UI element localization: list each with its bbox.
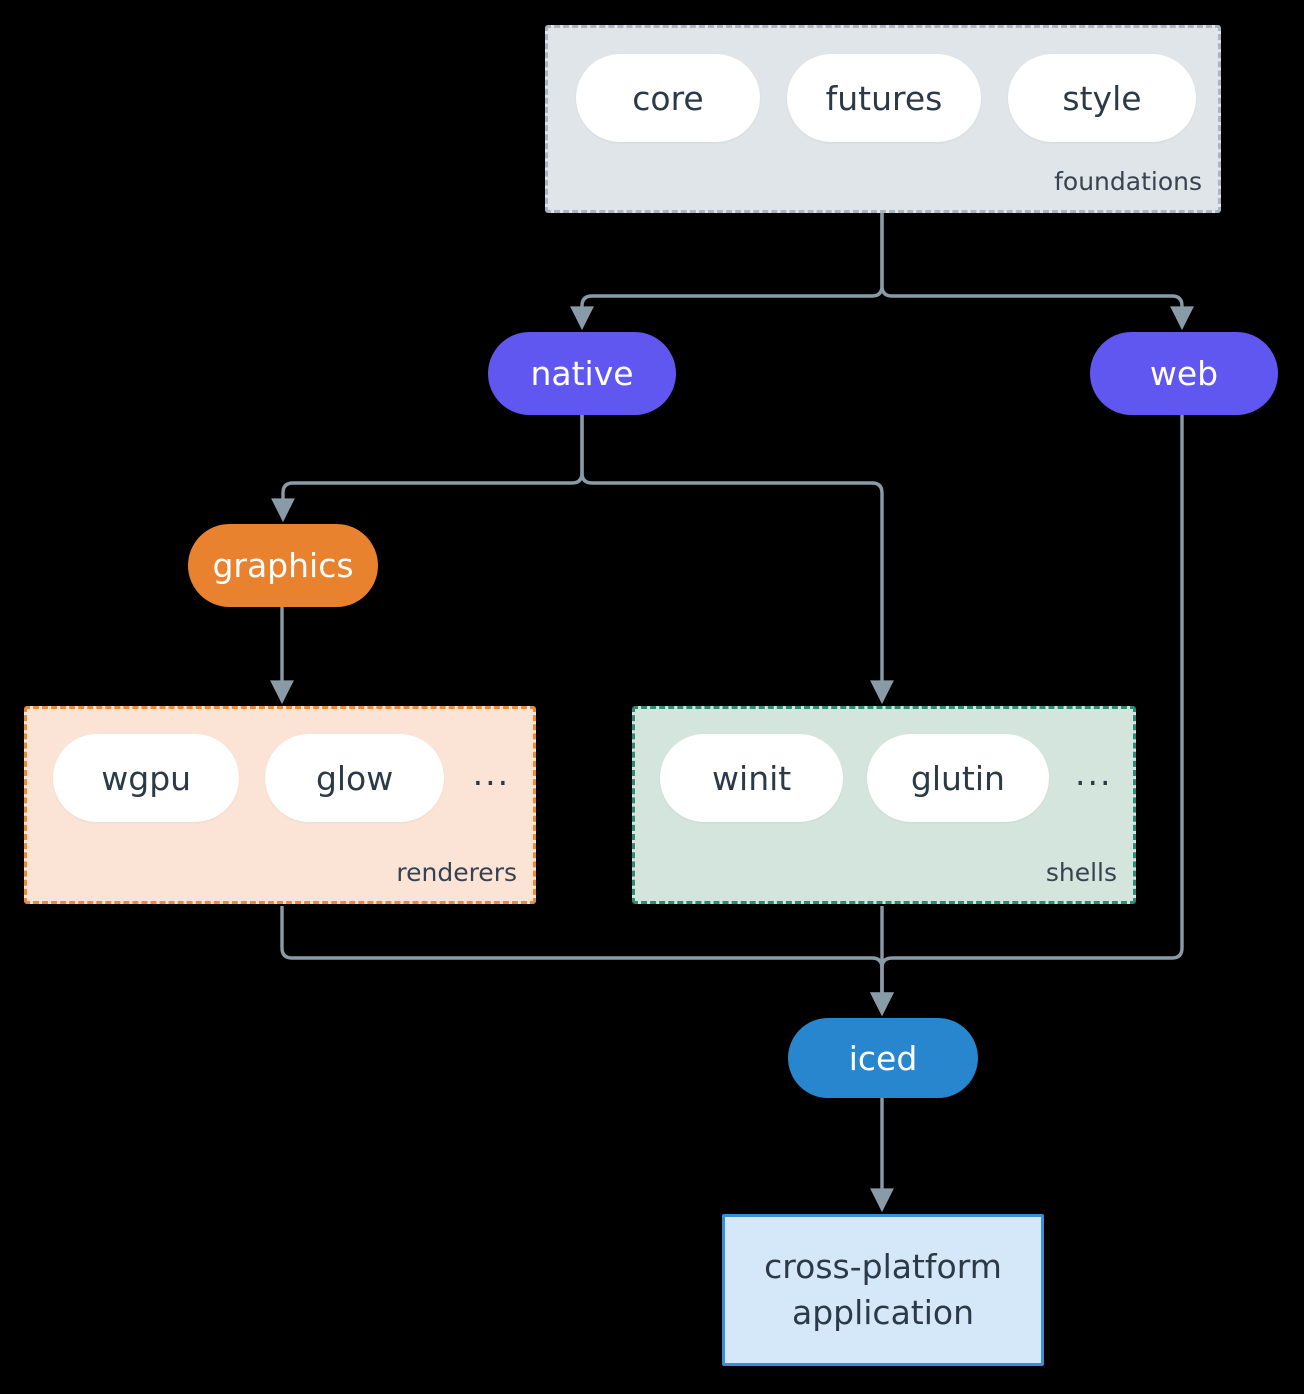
shells-ellipsis: ... <box>1075 753 1113 793</box>
node-native[interactable]: native <box>488 332 676 415</box>
node-iced[interactable]: iced <box>788 1018 978 1098</box>
renderers-chip-row: wgpu glow ... <box>53 733 513 823</box>
shells-chip-row: winit glutin ... <box>660 733 1115 823</box>
edge-foundations-to-web <box>880 213 1194 331</box>
chip-winit[interactable]: winit <box>660 734 844 822</box>
group-label-renderers: renderers <box>396 858 517 887</box>
application-line-2: application <box>791 1293 975 1332</box>
foundations-chip-row: core futures style <box>576 52 1196 144</box>
group-shells: winit glutin ... shells <box>632 706 1136 904</box>
chip-futures[interactable]: futures <box>787 54 981 142</box>
chip-glutin[interactable]: glutin <box>867 734 1049 822</box>
chip-wgpu[interactable]: wgpu <box>53 734 240 822</box>
chip-core[interactable]: core <box>576 54 760 142</box>
node-graphics[interactable]: graphics <box>188 524 378 607</box>
chip-style[interactable]: style <box>1008 54 1196 142</box>
edge-renderers-to-iced <box>280 906 894 1017</box>
application-line-1: cross-platform <box>764 1247 1002 1287</box>
group-label-shells: shells <box>1045 858 1117 887</box>
edge-foundations-to-native <box>570 213 884 331</box>
group-label-foundations: foundations <box>1054 167 1202 196</box>
chip-glow[interactable]: glow <box>265 734 444 822</box>
edge-native-to-shells <box>580 415 894 705</box>
group-renderers: wgpu glow ... renderers <box>24 706 536 904</box>
renderers-ellipsis: ... <box>472 753 511 793</box>
node-cross-platform-application[interactable]: cross-platform application <box>722 1214 1044 1366</box>
edge-native-to-graphics <box>271 415 584 523</box>
node-web[interactable]: web <box>1090 332 1278 415</box>
group-foundations: core futures style foundations <box>545 25 1221 213</box>
